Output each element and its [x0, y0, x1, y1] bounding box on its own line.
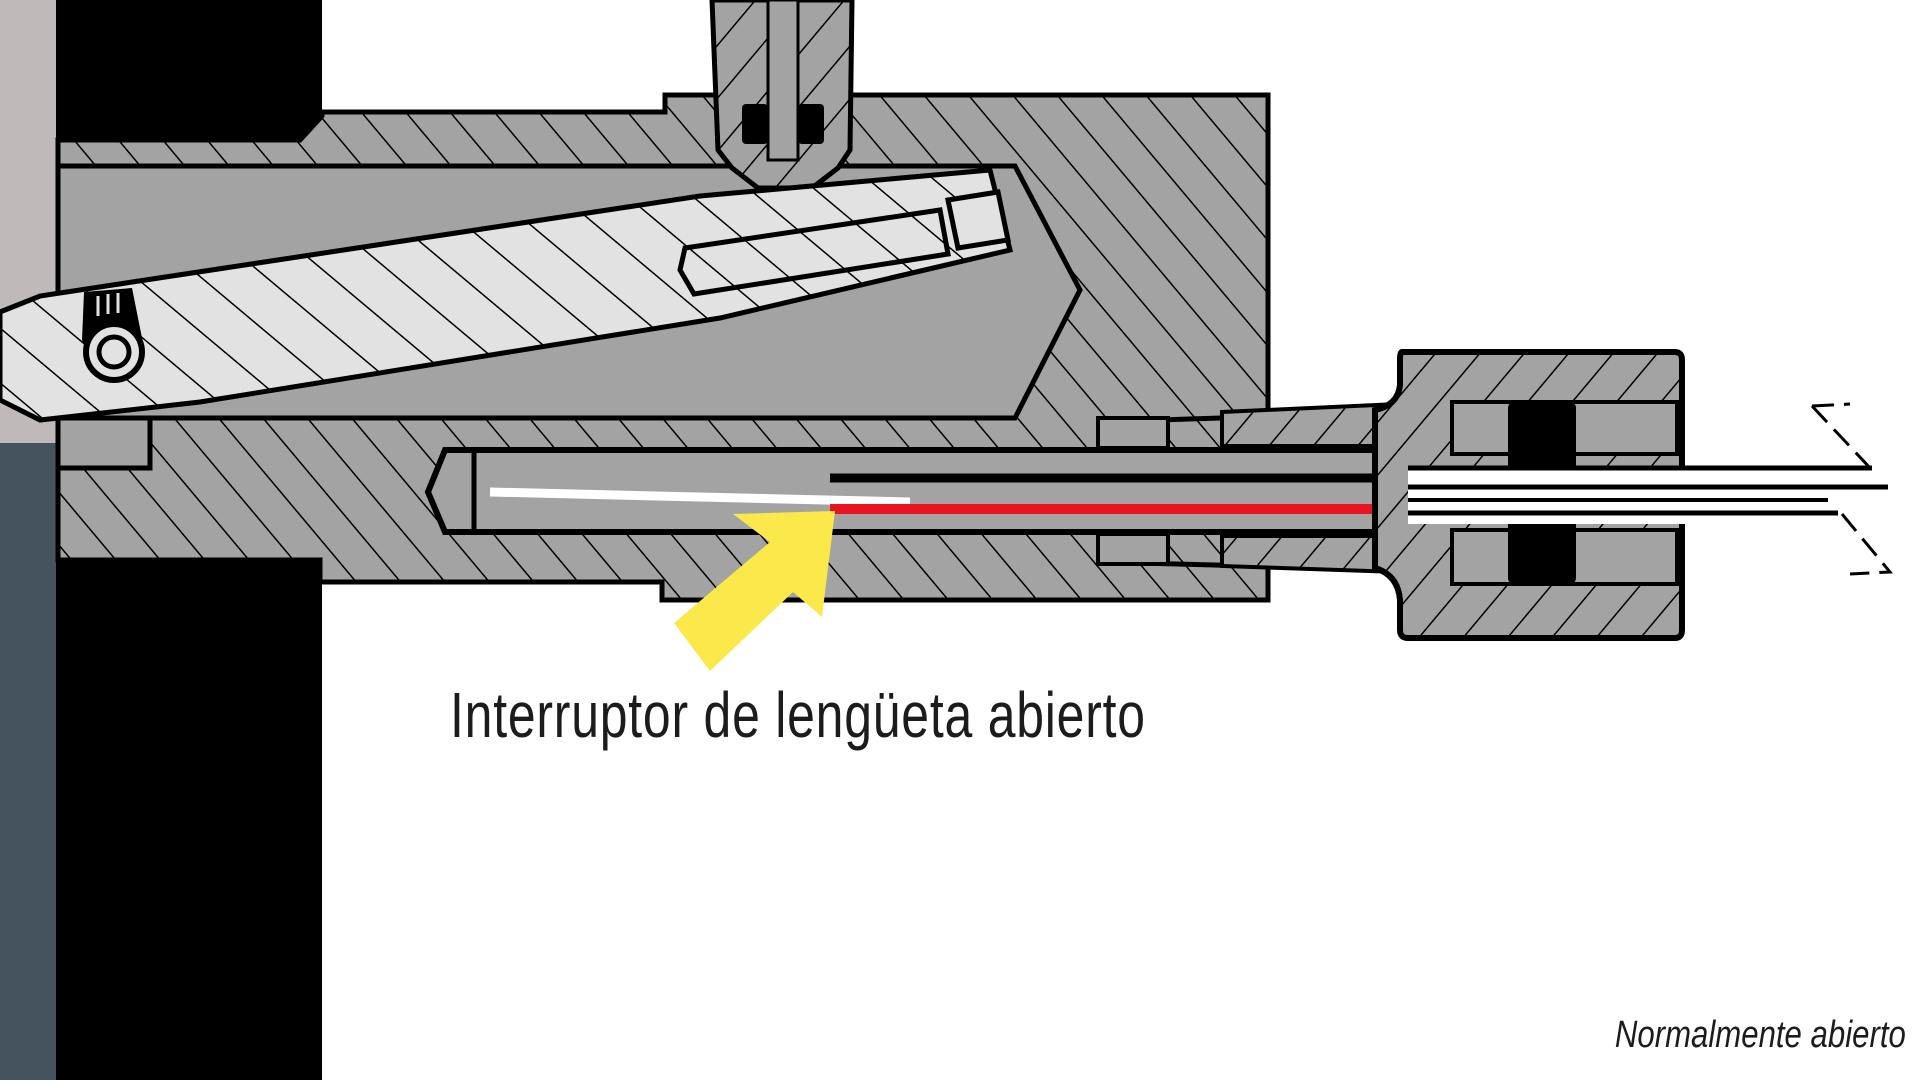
plunger-tip — [945, 189, 1011, 251]
sleeve-lower — [1096, 532, 1170, 566]
sleeve-hatch-bottom — [1220, 534, 1400, 575]
plunger-insert — [677, 207, 951, 297]
diagram-title: Interruptor de lengüeta abierto — [450, 679, 1146, 751]
mounting-block-lower — [56, 520, 322, 1080]
mounting-block — [56, 0, 322, 138]
yellow-arrow-icon — [674, 511, 835, 671]
top-seal-right — [798, 104, 824, 144]
plunger — [0, 167, 1014, 423]
roller-icon — [82, 288, 145, 383]
o-ring-bottom-notch-1 — [1486, 566, 1498, 578]
cable-break-top — [1810, 402, 1874, 472]
sleeve-upper — [1096, 416, 1170, 450]
cable-break-bottom — [1840, 513, 1894, 576]
reed-contact-upper — [489, 487, 911, 507]
top-seal-left — [742, 104, 768, 144]
diagram-subtitle: Normalmente abierto — [1615, 1014, 1906, 1056]
o-ring-top-notch-1 — [1486, 406, 1498, 418]
o-ring-top — [1508, 402, 1576, 472]
o-ring-bottom — [1508, 512, 1576, 584]
top-fitting-bore — [766, 0, 800, 162]
cavity-step — [55, 415, 153, 471]
sleeve-hatch-top — [1220, 401, 1400, 448]
left-strip-bottom — [0, 443, 56, 1080]
